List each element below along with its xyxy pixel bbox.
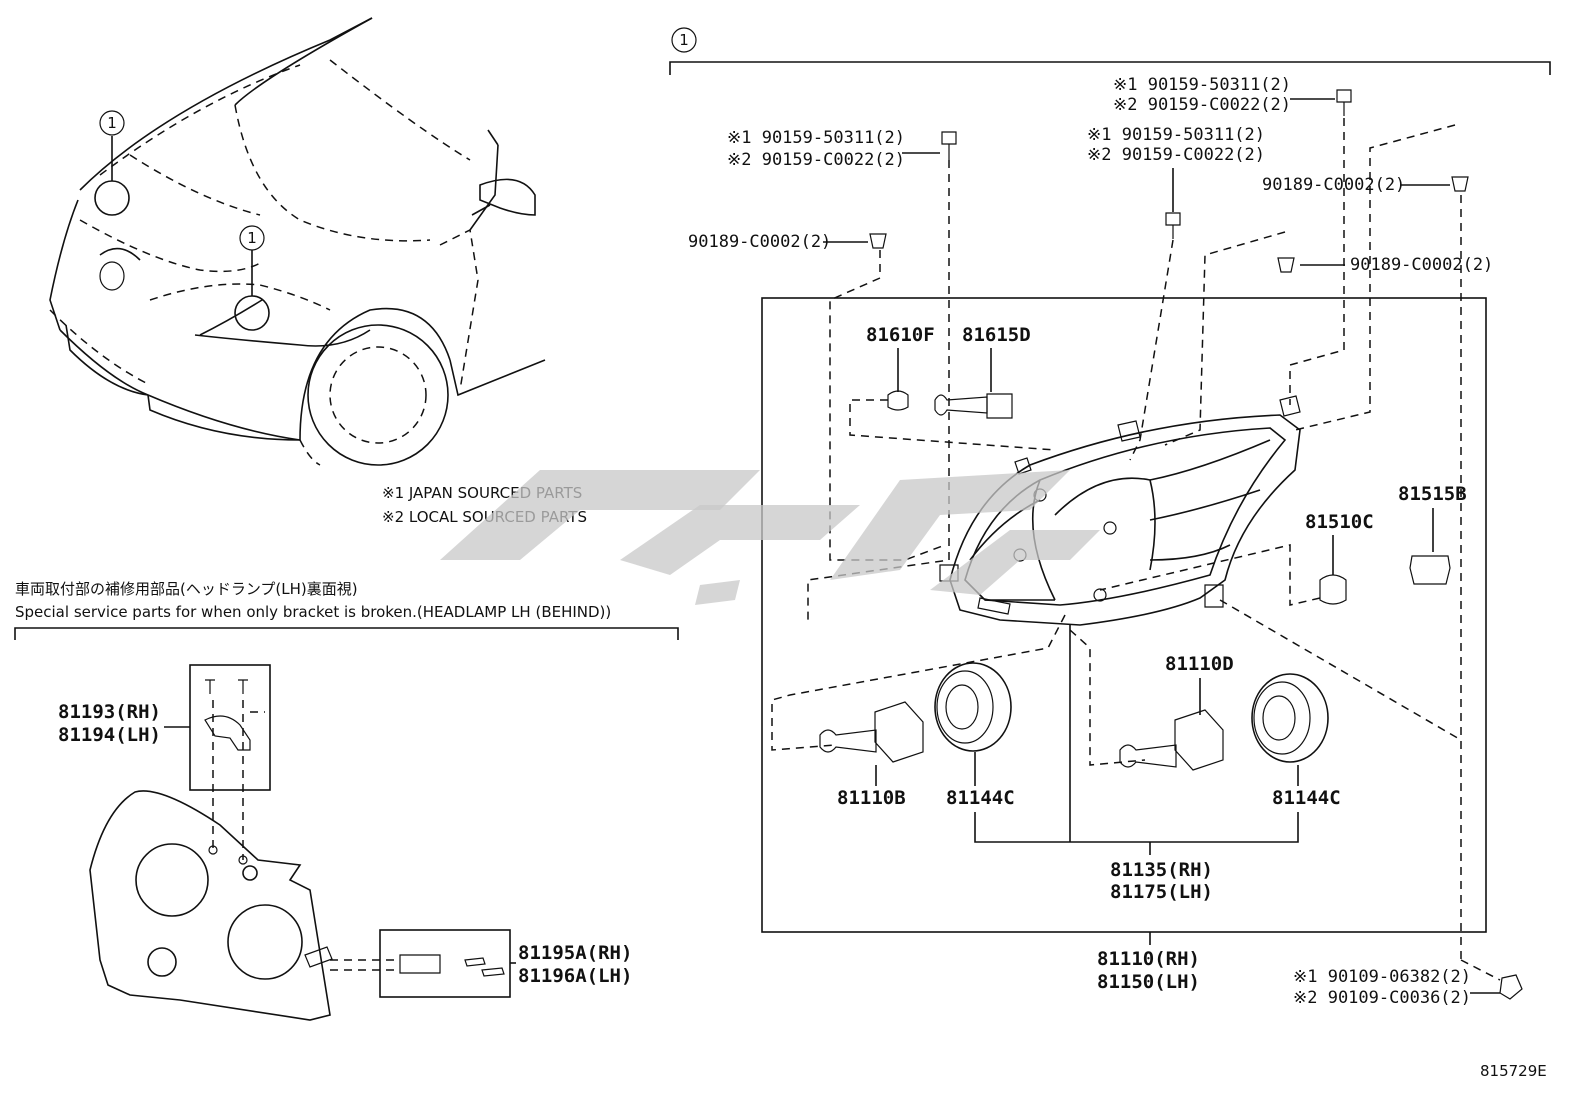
label-clip-right-mid: 90189-C0002(2) — [1350, 255, 1493, 275]
callout-number: 1 — [679, 31, 689, 49]
special-service-title-jp: 車両取付部の補修用部品(ヘッドランプ(LH)裏面視) — [15, 580, 358, 598]
bulb-81510c-icon — [1319, 574, 1347, 605]
screw-icon — [1165, 212, 1181, 239]
label-screw-b2: ※2 90159-C0022(2) — [1113, 95, 1291, 115]
bulb-81615d-icon — [934, 394, 988, 416]
cover-81144c-icon — [934, 662, 1012, 752]
callout-number: 1 — [247, 229, 257, 247]
car-front-illustration: 1 1 — [49, 17, 546, 466]
bulb-81110b-icon — [819, 729, 877, 753]
bulb-81110d-icon — [1119, 744, 1177, 768]
label-clip-left: 90189-C0002(2) — [688, 232, 831, 252]
label-81175-lh: 81175(LH) — [1110, 881, 1213, 903]
section-bracket-line — [669, 61, 1551, 75]
clip-icon — [1451, 176, 1469, 192]
label-81195a-rh: 81195A(RH) — [518, 942, 632, 964]
socket-81515b-icon — [1409, 555, 1451, 585]
label-81110d: 81110D — [1165, 653, 1234, 675]
label-clip-right-top: 90189-C0002(2) — [1262, 175, 1405, 195]
headlamp-assembly-box — [761, 297, 1487, 933]
headlamp-back-illustration — [89, 664, 516, 1021]
clip-icon — [1277, 257, 1295, 273]
special-service-title-en: Special service parts for when only brac… — [15, 603, 611, 621]
label-81110b: 81110B — [837, 787, 906, 809]
figure-code: 815729E — [1480, 1062, 1547, 1080]
screw-icon — [1336, 89, 1352, 116]
label-81196a-lh: 81196A(LH) — [518, 965, 632, 987]
label-81135-rh: 81135(RH) — [1110, 859, 1213, 881]
label-bolt-2: ※2 90109-C0036(2) — [1293, 988, 1471, 1008]
label-bolt-1: ※1 90109-06382(2) — [1293, 967, 1471, 987]
callout-circle — [671, 27, 697, 53]
label-81144c-right: 81144C — [1272, 787, 1341, 809]
callout-circle — [99, 110, 125, 136]
label-81144c-left: 81144C — [946, 787, 1015, 809]
label-81193-rh: 81193(RH) — [58, 701, 161, 723]
clip-icon — [869, 233, 887, 249]
label-81150-lh: 81150(LH) — [1097, 971, 1200, 993]
bolt-icon — [1499, 974, 1523, 1000]
label-81110-rh: 81110(RH) — [1097, 948, 1200, 970]
label-screw-c2: ※2 90159-C0022(2) — [1087, 145, 1265, 165]
label-81515b: 81515B — [1398, 483, 1467, 505]
label-screw-a2: ※2 90159-C0022(2) — [727, 150, 905, 170]
label-81615d: 81615D — [962, 324, 1031, 346]
callout-number: 1 — [107, 114, 117, 132]
label-81610f: 81610F — [866, 324, 935, 346]
bracket-box — [189, 664, 271, 791]
bulb-81610f-icon — [887, 390, 909, 411]
label-screw-b1: ※1 90159-50311(2) — [1113, 75, 1291, 95]
callout-circle — [239, 225, 265, 251]
watermark-logo — [440, 470, 1100, 605]
label-screw-a1: ※1 90159-50311(2) — [727, 128, 905, 148]
label-81194-lh: 81194(LH) — [58, 724, 161, 746]
cover-81144c-icon — [1251, 673, 1329, 763]
screw-icon — [941, 131, 957, 160]
label-screw-c1: ※1 90159-50311(2) — [1087, 125, 1265, 145]
label-81510c: 81510C — [1305, 511, 1374, 533]
